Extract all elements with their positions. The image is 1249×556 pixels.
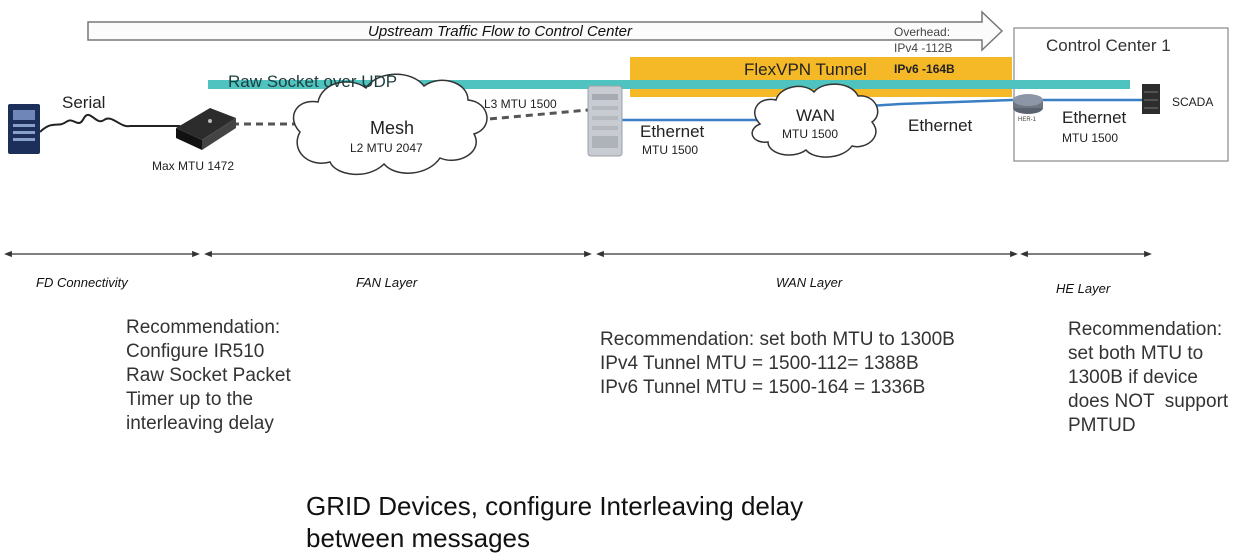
raw-socket-label: Raw Socket over UDP [228,72,398,91]
field-area-router-device [587,85,623,157]
wan-layer-label: WAN Layer [776,275,843,290]
serial-label: Serial [62,93,106,112]
ethernet-left-mtu: MTU 1500 [642,143,699,157]
ethernet-right-label: Ethernet [908,116,973,135]
her-label: HER-1 [1018,117,1037,123]
mesh-cloud [292,73,488,176]
scada-label: SCADA [1172,95,1214,109]
wan-cloud-mtu: MTU 1500 [782,127,839,141]
her-router-device [1013,94,1043,114]
he-layer-label: HE Layer [1056,281,1111,296]
overhead-ipv4: IPv4 -112B [894,41,953,55]
upstream-flow-label: Upstream Traffic Flow to Control Center [368,23,632,40]
serial-cable [39,113,180,133]
ethernet-cc-mtu: MTU 1500 [1062,131,1119,145]
l3-mtu-label: L3 MTU 1500 [484,97,557,111]
grid-meter-device [8,104,40,154]
wan-cloud [751,83,879,158]
fd-layer-label: FD Connectivity [36,275,128,290]
wan-cloud-title: WAN [796,106,836,125]
mesh-title: Mesh [370,118,415,138]
ethernet-left-title: Ethernet [640,122,705,141]
mesh-router-dashed-link [477,108,589,122]
ir510-gateway-device [176,108,236,150]
raw-socket-bar [208,80,1130,89]
wan-recommendation: Recommendation: set both MTU to 1300B IP… [600,329,955,398]
scada-server-device [1142,84,1160,114]
max-mtu-label: Max MTU 1472 [152,159,235,173]
upstream-flow-arrow [87,10,1004,52]
overhead-title: Overhead: [894,25,951,39]
he-recommendation: Recommendation: set both MTU to 1300B if… [1068,319,1229,436]
fd-recommendation: Recommendation: Configure IR510 Raw Sock… [126,317,291,434]
control-center-title: Control Center 1 [1046,36,1171,55]
fan-layer-label: FAN Layer [356,275,418,290]
overhead-ipv6: IPv6 -164B [894,62,955,76]
footer-note: GRID Devices, configure Interleaving del… [306,491,804,553]
control-center-box [1013,27,1229,162]
ethernet-cc-title: Ethernet [1062,108,1127,127]
flexvpn-tunnel-label: FlexVPN Tunnel [744,60,867,79]
mesh-mtu: L2 MTU 2047 [350,141,423,155]
